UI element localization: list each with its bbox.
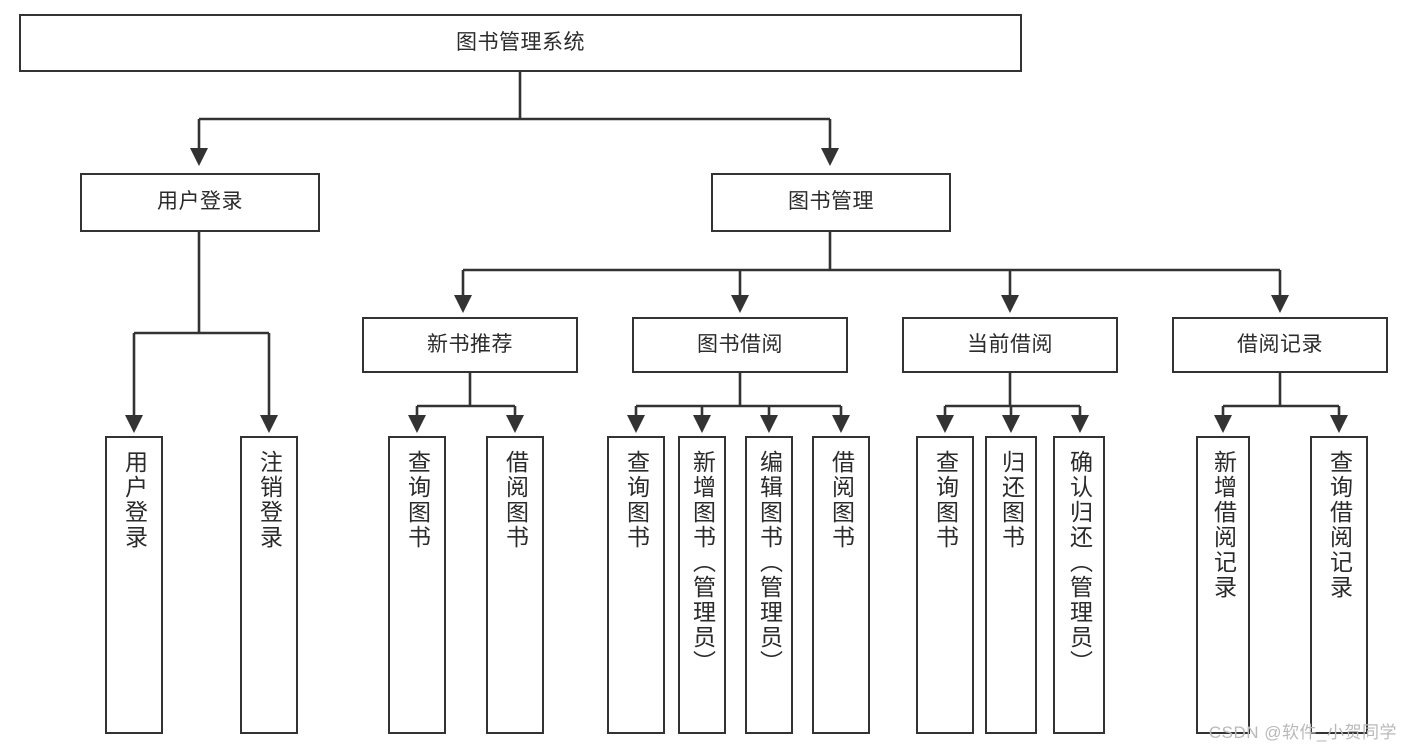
leaf-br-add-record-label: 新增借阅记录 (1210, 450, 1237, 600)
leaf-nb-borrow-book[interactable]: 借阅图书 (486, 436, 544, 734)
node-root[interactable]: 图书管理系统 (19, 14, 1022, 72)
leaf-br-add-record[interactable]: 新增借阅记录 (1196, 436, 1250, 734)
leaf-bb-add-book-label: 新增图书（管理员） (689, 450, 716, 675)
leaf-bb-add-book[interactable]: 新增图书（管理员） (678, 436, 726, 734)
leaf-nb-query-book[interactable]: 查询图书 (388, 436, 446, 734)
leaf-cb-return-book-label: 归还图书 (998, 450, 1025, 550)
node-user-login[interactable]: 用户登录 (80, 173, 320, 232)
leaf-bb-query-book-label: 查询图书 (623, 450, 650, 550)
leaf-cb-query-book-label: 查询图书 (932, 450, 959, 550)
leaf-bb-borrow-book[interactable]: 借阅图书 (812, 436, 870, 734)
leaf-user-login[interactable]: 用户登录 (105, 436, 163, 734)
node-borrow-records[interactable]: 借阅记录 (1172, 317, 1388, 373)
leaf-user-login-label: 用户登录 (121, 450, 148, 550)
leaf-cb-query-book[interactable]: 查询图书 (916, 436, 974, 734)
node-user-login-label: 用户登录 (157, 190, 243, 214)
leaf-bb-borrow-book-label: 借阅图书 (828, 450, 855, 550)
leaf-cb-confirm-return-label: 确认归还（管理员） (1066, 450, 1093, 675)
leaf-nb-query-book-label: 查询图书 (404, 450, 431, 550)
node-current-borrow[interactable]: 当前借阅 (902, 317, 1118, 373)
node-book-management[interactable]: 图书管理 (711, 173, 951, 232)
node-current-borrow-label: 当前借阅 (967, 332, 1053, 356)
leaf-br-query-record[interactable]: 查询借阅记录 (1310, 436, 1368, 734)
node-book-borrow-label: 图书借阅 (697, 332, 783, 356)
leaf-cb-return-book[interactable]: 归还图书 (985, 436, 1037, 734)
leaf-nb-borrow-book-label: 借阅图书 (502, 450, 529, 550)
leaf-logout-label: 注销登录 (256, 450, 283, 550)
watermark: CSDN @软件_小贺同学 (1208, 723, 1397, 742)
node-new-book-recommend[interactable]: 新书推荐 (362, 317, 578, 373)
leaf-cb-confirm-return[interactable]: 确认归还（管理员） (1053, 436, 1105, 734)
leaf-bb-query-book[interactable]: 查询图书 (607, 436, 665, 734)
node-root-label: 图书管理系统 (456, 30, 585, 54)
leaf-logout[interactable]: 注销登录 (240, 436, 298, 734)
leaf-br-query-record-label: 查询借阅记录 (1326, 450, 1353, 600)
leaf-bb-edit-book-label: 编辑图书（管理员） (756, 450, 783, 675)
node-book-borrow[interactable]: 图书借阅 (632, 317, 848, 373)
node-new-book-recommend-label: 新书推荐 (427, 332, 513, 356)
node-book-management-label: 图书管理 (788, 190, 874, 214)
node-borrow-records-label: 借阅记录 (1237, 332, 1323, 356)
leaf-bb-edit-book[interactable]: 编辑图书（管理员） (745, 436, 793, 734)
